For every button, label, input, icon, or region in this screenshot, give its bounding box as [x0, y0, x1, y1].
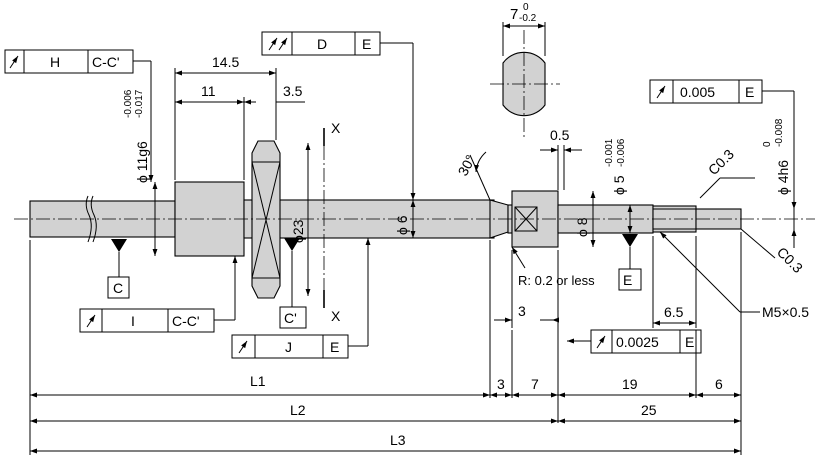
- dim-25: 25: [641, 402, 657, 418]
- dim-0-5: 0.5: [550, 127, 570, 143]
- frame-i-datum: C-C': [172, 313, 200, 329]
- dim-phi-5-tol-lower: -0.006: [616, 138, 627, 167]
- dim-chamfer-bottom: C0.3: [774, 244, 806, 276]
- dim-phi-11-tol-lower: -0.017: [134, 89, 145, 118]
- dim-3-top: 3: [518, 303, 526, 319]
- section-width-tol-lower: -0.2: [519, 13, 537, 24]
- frame-00025-label: 0.0025: [616, 334, 659, 350]
- diameter-dimensions: ϕ 11g6 -0.006 -0.017 ϕ23 ϕ 6 ϕ 8 ϕ 5 -0.…: [123, 89, 797, 296]
- dim-3-bottom: 3: [497, 376, 505, 392]
- dim-6-5: 6.5: [664, 304, 684, 320]
- section-marker-bottom: X: [331, 308, 341, 324]
- frame-0005-datum: E: [745, 84, 754, 100]
- datum-c-prime: C': [279, 238, 307, 329]
- radius-note: R: 0.2 or less: [518, 273, 595, 288]
- dim-phi-5: ϕ 5: [611, 175, 627, 195]
- datum-c-prime-label: C': [284, 310, 297, 326]
- lower-dimensions: 3 6.5 L1 3 7 19 6 L2 25 L3: [29, 232, 742, 455]
- datum-c-label: C: [113, 280, 123, 296]
- dim-phi-6: ϕ 6: [394, 215, 410, 235]
- dim-l3: L3: [390, 432, 406, 448]
- dim-phi-23: ϕ23: [290, 219, 306, 243]
- frame-00025-datum: E: [685, 334, 694, 350]
- datum-c: C: [107, 239, 130, 299]
- runout-frame-i: I C-C': [79, 256, 238, 333]
- datum-e: E: [618, 234, 642, 291]
- frame-h-label: H: [50, 54, 60, 70]
- runout-symbol-icon: [596, 335, 606, 349]
- dim-7: 7: [531, 376, 539, 392]
- runout-symbol-icon: [238, 340, 248, 354]
- runout-symbol-icon: [86, 314, 96, 328]
- runout-frame-0005: 0.005 E: [649, 79, 797, 209]
- section-view: 7 0 -0.2: [490, 2, 560, 138]
- section-width-tol-upper: 0: [523, 2, 529, 13]
- total-runout-symbol-icon: [278, 37, 288, 51]
- section-width-label: 7: [510, 6, 518, 23]
- dim-11: 11: [201, 83, 216, 99]
- thread-spec: M5×0.5: [762, 304, 809, 320]
- runout-symbol-icon: [9, 55, 19, 69]
- dim-phi-11-tol-upper: -0.006: [123, 89, 134, 118]
- dim-14-5: 14.5: [212, 54, 239, 70]
- dim-phi-4-tol-lower: -0.008: [774, 118, 785, 147]
- dim-phi-11g6: ϕ 11g6: [134, 141, 150, 183]
- dim-phi-4h6: ϕ 4h6: [775, 160, 791, 195]
- frame-0005-label: 0.005: [680, 84, 715, 100]
- frame-d-datum: E: [362, 36, 371, 52]
- datum-e-label: E: [623, 272, 632, 288]
- frame-d-label: D: [317, 36, 327, 52]
- dim-6: 6: [715, 376, 723, 392]
- runout-frame-h: H C-C': [4, 49, 154, 182]
- dim-l2: L2: [290, 402, 306, 418]
- dim-phi-5-tol-upper: -0.001: [604, 138, 615, 167]
- dim-angle-30: 30°: [455, 152, 479, 178]
- runout-symbol-icon: [268, 37, 278, 51]
- section-marker-top: X: [331, 120, 341, 136]
- frame-i-label: I: [131, 313, 135, 329]
- runout-frame-00025: 0.0025 E: [567, 329, 702, 354]
- dim-3-5: 3.5: [283, 83, 303, 99]
- top-dimensions: 14.5 11 3.5 0.5: [174, 54, 582, 190]
- dim-19: 19: [622, 376, 638, 392]
- dim-phi-8: ϕ 8: [574, 217, 590, 237]
- runout-frame-d: D E: [261, 31, 416, 200]
- frame-j-label: J: [285, 339, 292, 355]
- frame-h-datum: C-C': [92, 54, 120, 70]
- dim-phi-4-tol-upper: 0: [762, 141, 773, 147]
- dim-l1: L1: [250, 373, 266, 389]
- runout-symbol-icon: [656, 85, 666, 99]
- break-mark: [85, 195, 92, 243]
- frame-j-datum: E: [330, 339, 339, 355]
- dim-chamfer-top: C0.3: [705, 146, 737, 178]
- section-marker: X X: [323, 120, 341, 324]
- runout-frame-j: J E: [231, 238, 371, 359]
